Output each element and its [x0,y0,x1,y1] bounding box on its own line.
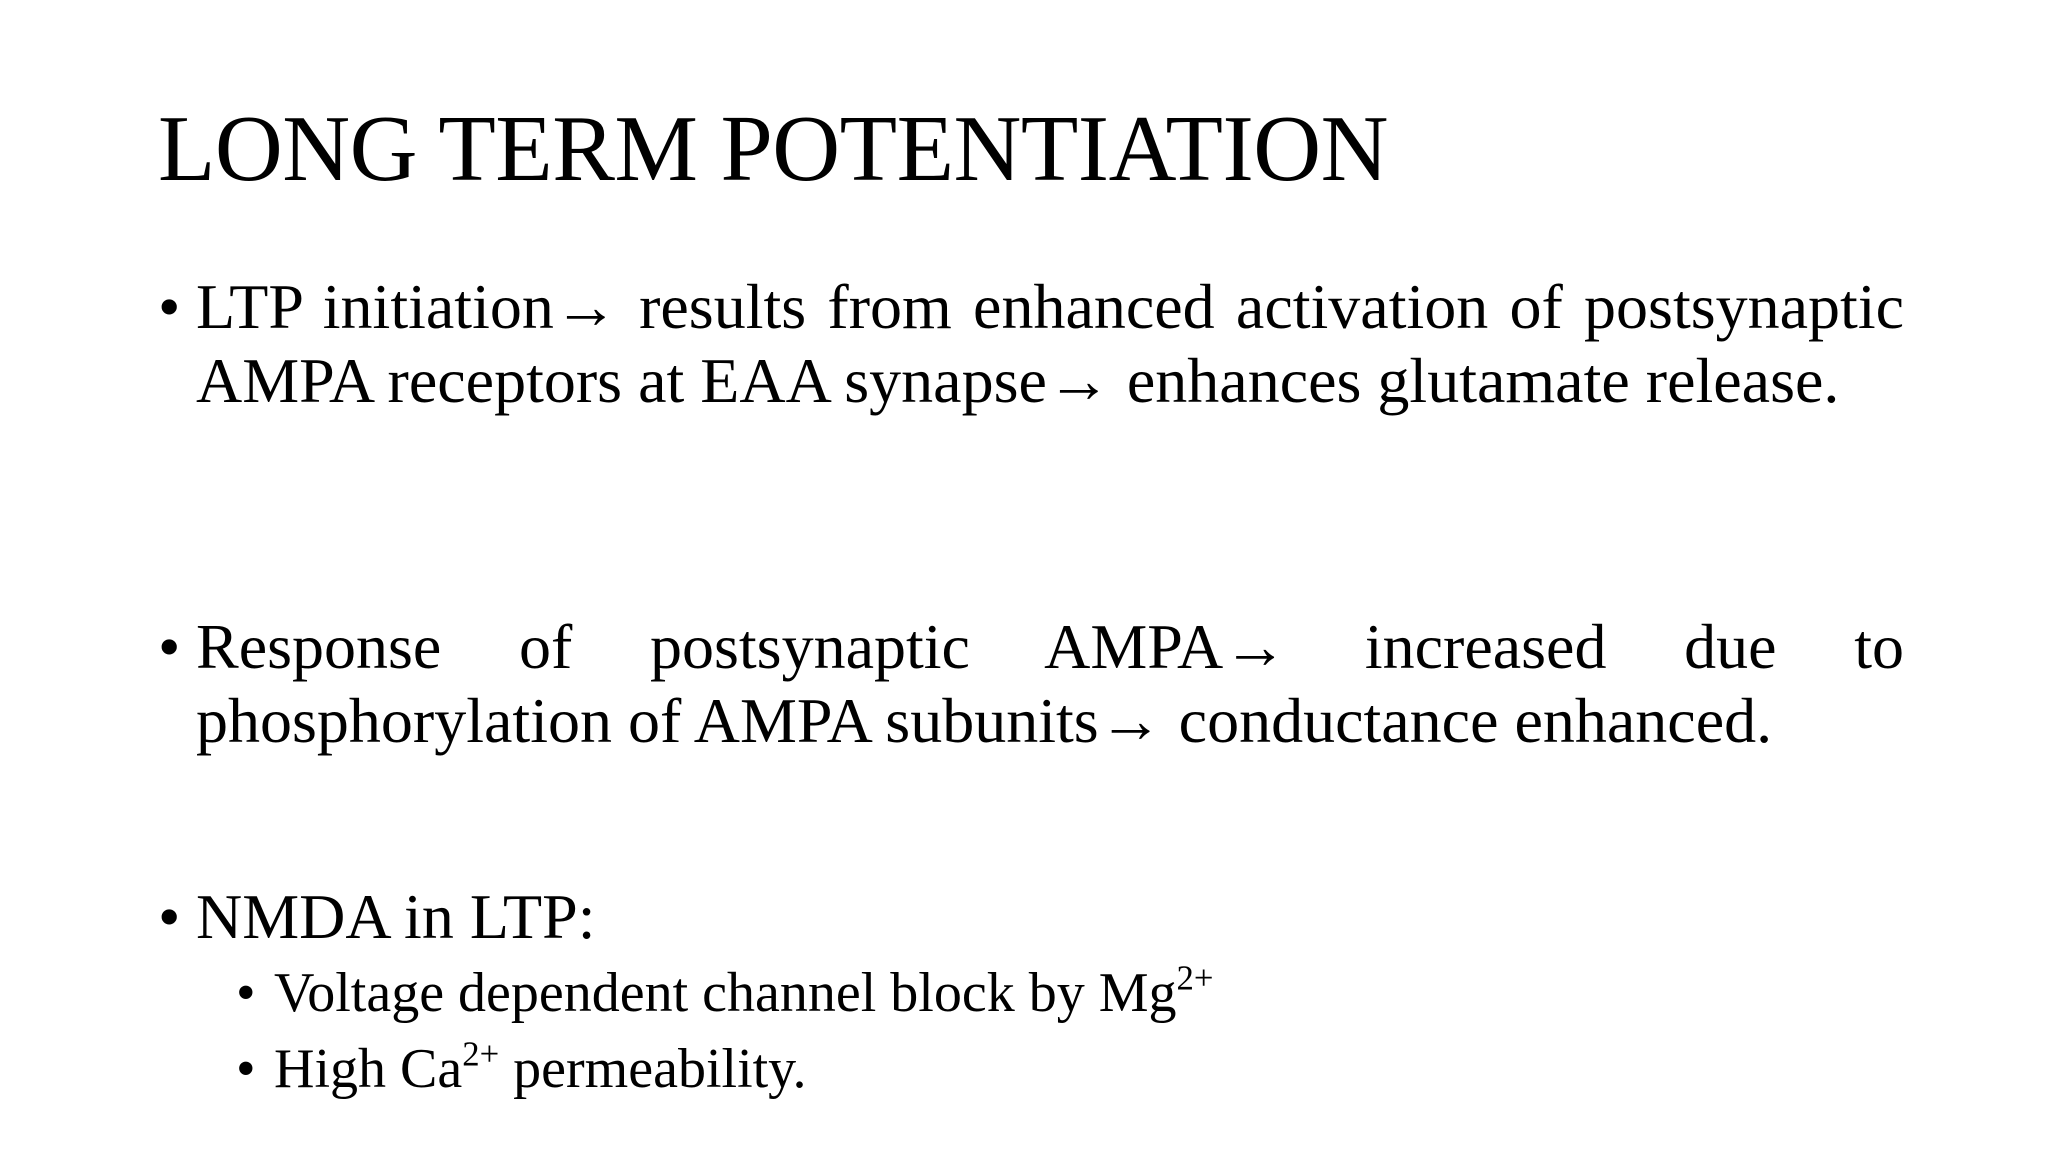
text-segment: enhances glutamate release. [1110,345,1840,416]
sub-bullet-dot: • [236,1038,256,1100]
text-segment: High Ca [274,1038,463,1100]
slide-title: LONG TERM POTENTIATION [158,97,1389,201]
bullet-dot: • [158,881,181,952]
arrow-icon: → [553,271,618,342]
text-segment: permeability. [499,1038,807,1100]
superscript-charge: 2+ [462,1034,500,1074]
text-segment: increased due to phosphorylation of AMPA… [196,611,1904,756]
bullet-text: LTP initiation→ results from enhanced ac… [196,270,1904,418]
bullet-text: NMDA in LTP: [196,881,596,952]
bullet-ampa-response: • Response of postsynaptic AMPA→ increas… [158,610,1904,758]
text-segment: Response of postsynaptic AMPA [196,611,1224,682]
bullet-dot: • [158,611,181,682]
bullet-text: Response of postsynaptic AMPA→ increased… [196,610,1904,758]
arrow-icon: → [1098,685,1163,756]
text-segment: results from enhanced activation of post… [196,271,1905,416]
text-segment: Voltage dependent channel block by Mg [274,962,1177,1024]
sub-bullet-text: Voltage dependent channel block by Mg2+ [274,960,1736,1026]
bullet-nmda-in-ltp: • NMDA in LTP: [158,880,1904,954]
arrow-icon: → [1046,345,1111,416]
sub-bullet-ca-permeability: • High Ca2+ permeability. [236,1036,1736,1102]
sub-bullet-mg-block: • Voltage dependent channel block by Mg2… [236,960,1736,1026]
text-segment: conductance enhanced. [1162,685,1773,756]
bullet-ltp-initiation: • LTP initiation→ results from enhanced … [158,270,1904,418]
arrow-icon: → [1223,611,1288,682]
bullet-dot: • [158,271,181,342]
sub-bullet-dot: • [236,962,256,1024]
superscript-charge: 2+ [1176,958,1214,998]
sub-bullet-text: High Ca2+ permeability. [274,1036,1736,1102]
text-segment: LTP initiation [196,271,554,342]
